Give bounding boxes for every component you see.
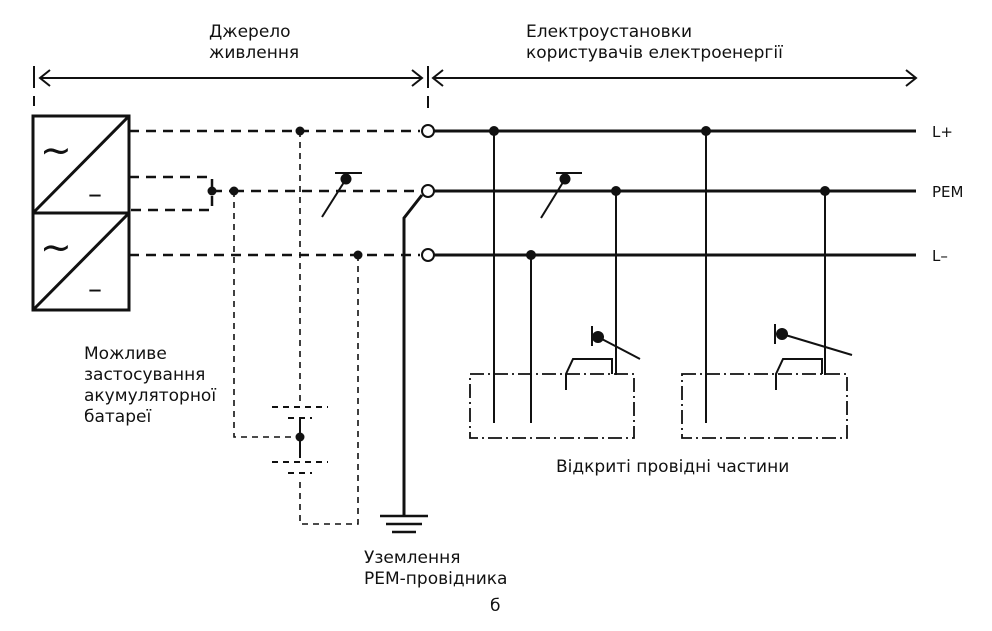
minus-terminal bbox=[421, 248, 435, 262]
battery-note-line1: Можливе bbox=[84, 344, 167, 364]
junction-dot bbox=[611, 186, 621, 196]
source-title-line1: Джерело bbox=[209, 22, 291, 42]
battery-note-line3: акумуляторної bbox=[84, 386, 217, 406]
junction-dot bbox=[229, 186, 239, 196]
plus-label: L+ bbox=[932, 123, 953, 141]
exposed-parts-label: Відкриті провідні частини bbox=[556, 457, 790, 477]
exposed-part-box-2 bbox=[681, 373, 848, 439]
battery-link-minus bbox=[299, 255, 359, 525]
junction-dot bbox=[295, 432, 305, 442]
pem-ground-conductor bbox=[402, 194, 424, 516]
exposed-part-switch-2-contact bbox=[776, 328, 788, 340]
dc-symbol-upper: – bbox=[88, 177, 102, 210]
source-earth-switch-contact bbox=[340, 173, 352, 185]
dc-symbol-lower: – bbox=[88, 272, 102, 305]
junction-dot bbox=[820, 186, 830, 196]
pem-terminal bbox=[421, 184, 435, 198]
plus-terminal bbox=[421, 124, 435, 138]
minus-label: L– bbox=[932, 247, 948, 265]
grounding-label-line1: Уземлення bbox=[364, 548, 461, 568]
pem-label: PEM bbox=[932, 183, 963, 201]
installation-earth-switch-contact bbox=[559, 173, 571, 185]
battery-note-line2: застосування bbox=[84, 365, 206, 385]
figure-letter: б bbox=[490, 596, 501, 616]
battery-note-line4: батареї bbox=[84, 407, 152, 427]
battery-symbol bbox=[272, 406, 328, 474]
battery-link-left bbox=[233, 191, 300, 438]
installations-span-arrow bbox=[427, 66, 918, 88]
junction-dot bbox=[295, 126, 305, 136]
grounding-label-line2: PEM-провідника bbox=[364, 569, 508, 589]
installation-earth-switch bbox=[540, 172, 582, 219]
junction-dot bbox=[353, 250, 363, 260]
converter-lower bbox=[31, 211, 131, 312]
junction-dot bbox=[526, 250, 536, 260]
junction-dot bbox=[701, 126, 711, 136]
installations-title-line2: користувачів електроенергії bbox=[526, 43, 783, 63]
converter-midpoint-tap bbox=[129, 175, 214, 212]
ac-symbol-lower: ~ bbox=[40, 225, 72, 269]
source-title-line2: живлення bbox=[209, 43, 300, 63]
exposed-part-switch-2 bbox=[774, 324, 853, 390]
exposed-part-switch-1-contact bbox=[592, 331, 604, 343]
exposed-part-switch-1 bbox=[565, 326, 641, 390]
source-span-arrow bbox=[33, 66, 424, 88]
ground-symbol-icon bbox=[380, 514, 428, 534]
junction-dot bbox=[489, 126, 499, 136]
exposed-part-box-1 bbox=[469, 373, 635, 439]
installations-title-line1: Електроустановки bbox=[526, 22, 693, 42]
ac-symbol-upper: ~ bbox=[40, 128, 72, 172]
source-earth-switch bbox=[321, 172, 362, 218]
junction-dot bbox=[207, 186, 217, 196]
